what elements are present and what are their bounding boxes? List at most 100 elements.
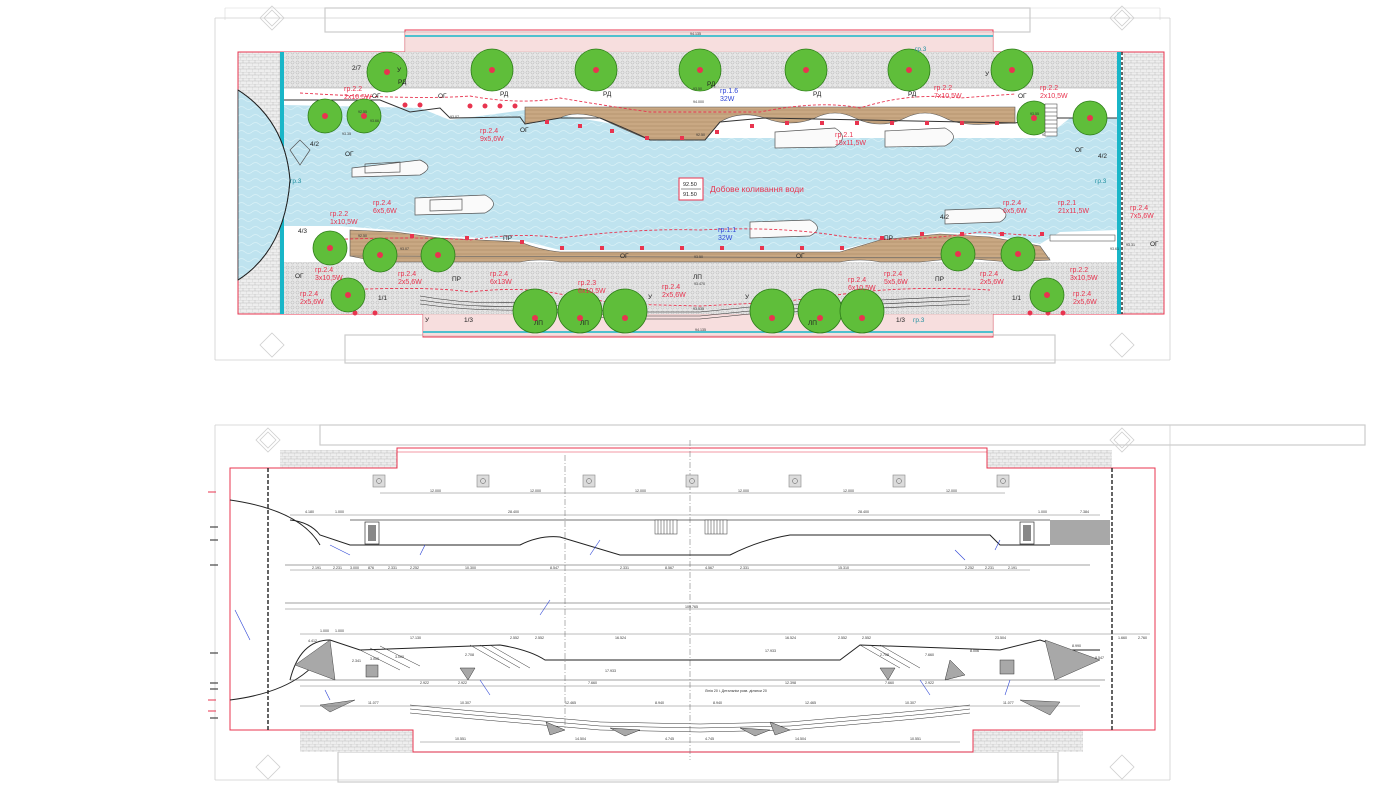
group-desc: 5х5,6W: [884, 279, 908, 286]
dimension-label: 2.331: [620, 566, 629, 570]
group-desc: 2х5,6W: [1073, 299, 1097, 306]
dimension-label: 11.077: [368, 701, 379, 705]
dimension-label: 2.231: [333, 566, 342, 570]
group-code: гр.2.4: [373, 200, 391, 207]
code-og: ОГ: [796, 253, 805, 260]
dimension-label: 28.400: [508, 510, 519, 514]
level-mark: 93.31: [1126, 243, 1135, 247]
dimension-label: 28.400: [858, 510, 869, 514]
code-rd: РД: [813, 91, 822, 98]
group-code: гр.2.1: [835, 132, 853, 139]
dimension-label: 14.504: [795, 737, 806, 741]
level-mark: 93.535: [693, 307, 704, 311]
neighbour-diamond-left: [259, 5, 1135, 358]
code-og: ОГ: [520, 127, 529, 134]
level-mark: 93.35: [342, 132, 351, 136]
legend-level-high: 92.50: [683, 182, 697, 188]
dimension-label: 1.000: [320, 629, 329, 633]
dimension-label: 1.660: [1118, 636, 1127, 640]
group-code: гр.1.6: [720, 88, 738, 95]
dimension-label: 8.547: [550, 566, 559, 570]
dimension-label: 7.660: [925, 653, 934, 657]
light-fixture-markers: [352, 102, 1108, 316]
code-og: ОГ: [295, 273, 304, 280]
dimension-label: 12.465: [805, 701, 816, 705]
dimension-label: 1.000: [335, 510, 344, 514]
dimension-label: 12.398: [785, 681, 796, 685]
dimension-label: 17.933: [605, 669, 616, 673]
dimension-label: 2.191: [312, 566, 321, 570]
dimension-label: 2.231: [985, 566, 994, 570]
code-42: 4/2: [1098, 153, 1107, 160]
code-gr3: гр.3: [915, 46, 927, 53]
dimension-label: 12.000: [946, 489, 957, 493]
legend-label: Добове коливання води: [710, 184, 804, 194]
code-og: ОГ: [1150, 241, 1159, 248]
code-og: ОГ: [372, 93, 381, 100]
code-42: 4/2: [940, 214, 949, 221]
code-og: ОГ: [1075, 147, 1084, 154]
dimension-label: 11.077: [1003, 701, 1014, 705]
group-desc: 32W: [720, 96, 735, 103]
tree-icons: [307, 48, 1108, 334]
site-boundary-bottom: [229, 447, 1156, 753]
group-code: гр.2.4: [1130, 205, 1148, 212]
group-code: гр.2.2: [1040, 85, 1058, 92]
code-u: У: [745, 294, 750, 301]
code-og: ОГ: [345, 151, 354, 158]
group-code: гр.2.4: [884, 271, 902, 278]
code-rd: РД: [398, 79, 407, 86]
code-og: ОГ: [1018, 93, 1027, 100]
dimension-label: 2.922: [458, 681, 467, 685]
level-mark: 93.470: [694, 282, 705, 286]
code-11: 1/1: [378, 295, 387, 302]
level-mark: 93.07: [400, 247, 409, 251]
dimension-label: 8.567: [665, 566, 674, 570]
group-code: гр.2.2: [344, 86, 362, 93]
dimension-label: 12.000: [635, 489, 646, 493]
group-desc: 7х5,6W: [1130, 213, 1154, 220]
group-code: гр.2.4: [848, 277, 866, 284]
code-lp: ЛП: [693, 274, 702, 281]
code-rd: РД: [603, 91, 612, 98]
group-code: гр.2.4: [1003, 200, 1021, 207]
group-code: гр.2.4: [480, 128, 498, 135]
dimension-label: 2.922: [925, 681, 934, 685]
dimension-label: 2.341: [352, 659, 361, 663]
group-desc: 6х10,5W: [848, 285, 876, 292]
group-code: гр.2.4: [300, 291, 318, 298]
level-mark: 93.66: [370, 119, 379, 123]
code-og: ОГ: [438, 93, 447, 100]
group-desc: 15х11,5W: [835, 140, 866, 147]
dimension-label: 8.940: [655, 701, 664, 705]
group-desc: 32W: [718, 235, 733, 242]
code-pr: ПР: [935, 276, 944, 283]
dimension-label: 12.000: [738, 489, 749, 493]
dimension-label: 8.006: [970, 649, 979, 653]
dimension-label: 8.990: [1072, 644, 1081, 648]
dimension-label: 17.933: [765, 649, 776, 653]
dimension-label: 4.745: [665, 737, 674, 741]
group-code: гр.2.3: [578, 280, 596, 287]
group-code: гр.2.4: [662, 284, 680, 291]
group-desc: 2х5,6W: [300, 299, 324, 306]
dimension-label: 23.504: [995, 636, 1006, 640]
group-code: гр.2.2: [330, 211, 348, 218]
deck-upper: [524, 106, 1016, 141]
dimension-label: 12.000: [530, 489, 541, 493]
dimension-label: 2.552: [510, 636, 519, 640]
dimension-label: 10.307: [460, 701, 471, 705]
dimension-label: 10.307: [905, 701, 916, 705]
code-13: 1/3: [464, 317, 473, 324]
dimension-label: 4.567: [705, 566, 714, 570]
group-desc: 6х5,6W: [1003, 208, 1027, 215]
dimension-label: 8.940: [713, 701, 722, 705]
level-mark: 92.55: [358, 110, 367, 114]
dimension-label: 2.331: [740, 566, 749, 570]
note-label: Лінія 20 і. Детальнім розв. ділянки 20: [705, 689, 767, 693]
code-13: 1/3: [896, 317, 905, 324]
dimension-label: 4.412: [308, 639, 317, 643]
group-code: гр.2.4: [980, 271, 998, 278]
code-rd: РД: [707, 81, 716, 88]
